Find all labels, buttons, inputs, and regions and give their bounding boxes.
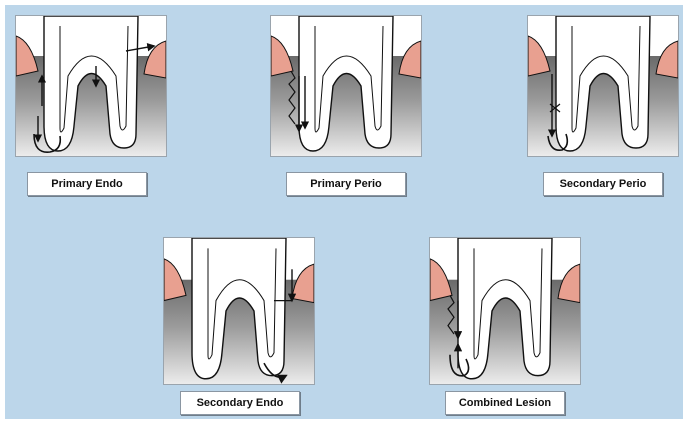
panel-primary-perio [270,15,422,157]
diagram-canvas: Primary Endo Primary Perio Sec [5,5,683,419]
panel-secondary-endo [163,237,315,385]
panel-secondary-perio [527,15,679,157]
label-secondary-endo: Secondary Endo [180,391,300,415]
tooth-combined-lesion-icon [430,238,580,384]
tooth-secondary-endo-icon [164,238,314,384]
tooth-secondary-perio-icon [528,16,678,156]
label-primary-perio: Primary Perio [286,172,406,196]
panel-combined-lesion [429,237,581,385]
label-primary-endo: Primary Endo [27,172,147,196]
tooth-primary-endo-icon [16,16,166,156]
label-combined-lesion: Combined Lesion [445,391,565,415]
tooth-primary-perio-icon [271,16,421,156]
panel-primary-endo [15,15,167,157]
label-secondary-perio: Secondary Perio [543,172,663,196]
